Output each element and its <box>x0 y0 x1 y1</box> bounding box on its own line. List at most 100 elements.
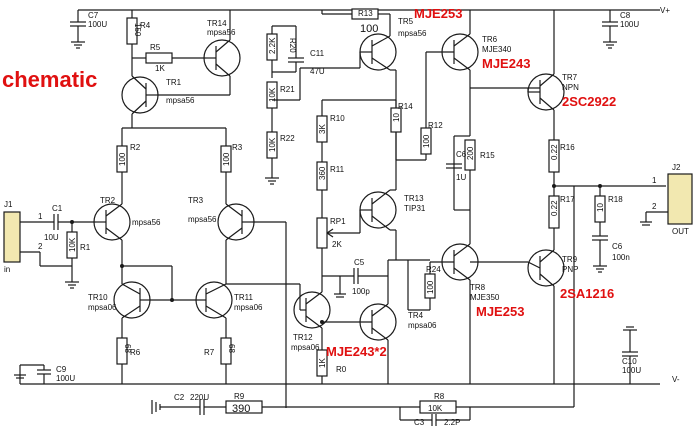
r14-ref: R14 <box>398 102 413 111</box>
resistor-r18 <box>594 186 606 236</box>
transistor-tr14 <box>158 10 241 96</box>
r22-ref: R22 <box>280 134 295 143</box>
tr12-ref: TR12 <box>293 333 313 342</box>
r17-value: 0.22 <box>550 200 559 216</box>
resistor-r10 <box>316 115 328 162</box>
resistor-r20 <box>266 25 296 78</box>
r6-value: 68 <box>123 344 132 353</box>
capacitor-c8 <box>602 10 618 49</box>
c2-ref: C2 <box>174 393 185 402</box>
r0-value: 1K <box>318 358 327 368</box>
resistor-r16 <box>548 139 560 186</box>
capacitor-c9 <box>14 364 51 384</box>
capacitor-c1 <box>53 214 96 230</box>
r14-value: 10 <box>392 113 401 122</box>
c1-value: 10U <box>44 233 59 242</box>
r11-ref: R11 <box>330 165 345 174</box>
c6b-value: 100n <box>612 253 630 262</box>
r0-ref: R0 <box>336 365 347 374</box>
r1-ref: R1 <box>80 243 91 252</box>
j2-pin1: 1 <box>652 176 657 185</box>
r7-value: 68 <box>227 344 236 353</box>
annotation-tr6: MJE243 <box>482 56 530 71</box>
transistor-tr13 <box>359 189 397 233</box>
c1-ref: C1 <box>52 204 63 213</box>
c7-ref: C7 <box>88 11 99 20</box>
j1-pin2: 2 <box>38 242 43 251</box>
tr4-type: mpsa06 <box>408 321 437 330</box>
c5-value: 100p <box>352 287 370 296</box>
resistor-r0 <box>316 349 328 384</box>
r6-ref: R6 <box>130 348 141 357</box>
resistor-r14 <box>390 100 426 161</box>
tr12-type: mpsa06 <box>291 343 320 352</box>
r10-value: 3K <box>318 124 327 134</box>
capacitor-c7 <box>70 10 86 49</box>
resistor-r3 <box>220 128 232 190</box>
annotation-tr8: MJE253 <box>476 304 524 319</box>
r24-value: 100 <box>426 280 435 294</box>
annotation-tr9: 2SA1216 <box>560 286 614 301</box>
r4-ref: R4 <box>140 21 151 30</box>
resistor-r24 <box>407 260 436 311</box>
r9-ref: R9 <box>234 392 245 401</box>
tr13-ref: TR13 <box>404 194 424 203</box>
c3-ref: C3 <box>414 418 425 427</box>
rp1-ref: RP1 <box>330 217 346 226</box>
tr3-ref: TR3 <box>188 196 204 205</box>
resistor-r6 <box>116 337 128 384</box>
c6a-value: 1U <box>456 173 466 182</box>
r16-ref: R16 <box>560 143 575 152</box>
r12-ref: R12 <box>428 121 443 130</box>
capacitor-c11 <box>272 26 304 73</box>
c6a-ref: C6 <box>456 150 467 159</box>
r9-value: 390 <box>232 403 250 415</box>
tr5-type: mpsa56 <box>398 29 427 38</box>
tr6-type: MJE340 <box>482 45 512 54</box>
capacitor-c6 <box>592 235 608 273</box>
j1-ref: J1 <box>4 200 13 209</box>
r24-ref: R24 <box>426 265 441 274</box>
r12-value: 100 <box>422 134 431 148</box>
c6b-ref: C6 <box>612 242 623 251</box>
j2-ref: J2 <box>672 163 681 172</box>
r15-value: 200 <box>466 146 475 160</box>
r13-value: 100 <box>360 23 378 35</box>
r2-value: 100 <box>118 152 127 166</box>
r13-ref: R13 <box>358 9 373 18</box>
resistor-r1 <box>65 220 79 289</box>
c9-value: 100U <box>56 374 75 383</box>
transistor-tr12 <box>293 276 331 350</box>
label-vminus: V- <box>672 375 680 384</box>
transistor-tr6 <box>426 10 479 88</box>
capacitor-c2 <box>151 399 226 415</box>
r8-value: 10K <box>428 404 443 413</box>
c7-value: 100U <box>88 20 107 29</box>
tr11-type: mpsa06 <box>234 303 263 312</box>
tr7-type: NPN <box>562 83 579 92</box>
resistor-r17 <box>548 186 560 246</box>
tr4-ref: TR4 <box>408 311 424 320</box>
resistor-r9 <box>225 400 286 414</box>
r4-value: 150 <box>133 23 142 37</box>
connector-j2 <box>640 173 693 226</box>
c10-ref: C10 <box>622 357 637 366</box>
resistor-r21 <box>266 81 278 132</box>
j1-label: in <box>4 265 10 274</box>
schematic-title: chematic <box>2 67 97 92</box>
annotation-tr7: 2SC2922 <box>562 94 616 109</box>
tr3-type: mpsa56 <box>188 215 217 224</box>
tr5-ref: TR5 <box>398 17 414 26</box>
r3-value: 100 <box>222 152 231 166</box>
c9-ref: C9 <box>56 365 67 374</box>
resistor-r12 <box>420 52 432 160</box>
c8-value: 100U <box>620 20 639 29</box>
tr2-type: mpsa56 <box>132 218 161 227</box>
transistor-tr9 <box>470 246 565 384</box>
c8-ref: C8 <box>620 11 631 20</box>
transistor-tr5 <box>359 33 397 100</box>
r5-value: 1K <box>155 64 165 73</box>
tr14-ref: TR14 <box>207 19 227 28</box>
r20-ref: R20 <box>288 38 297 53</box>
tr11-ref: TR11 <box>234 293 254 302</box>
